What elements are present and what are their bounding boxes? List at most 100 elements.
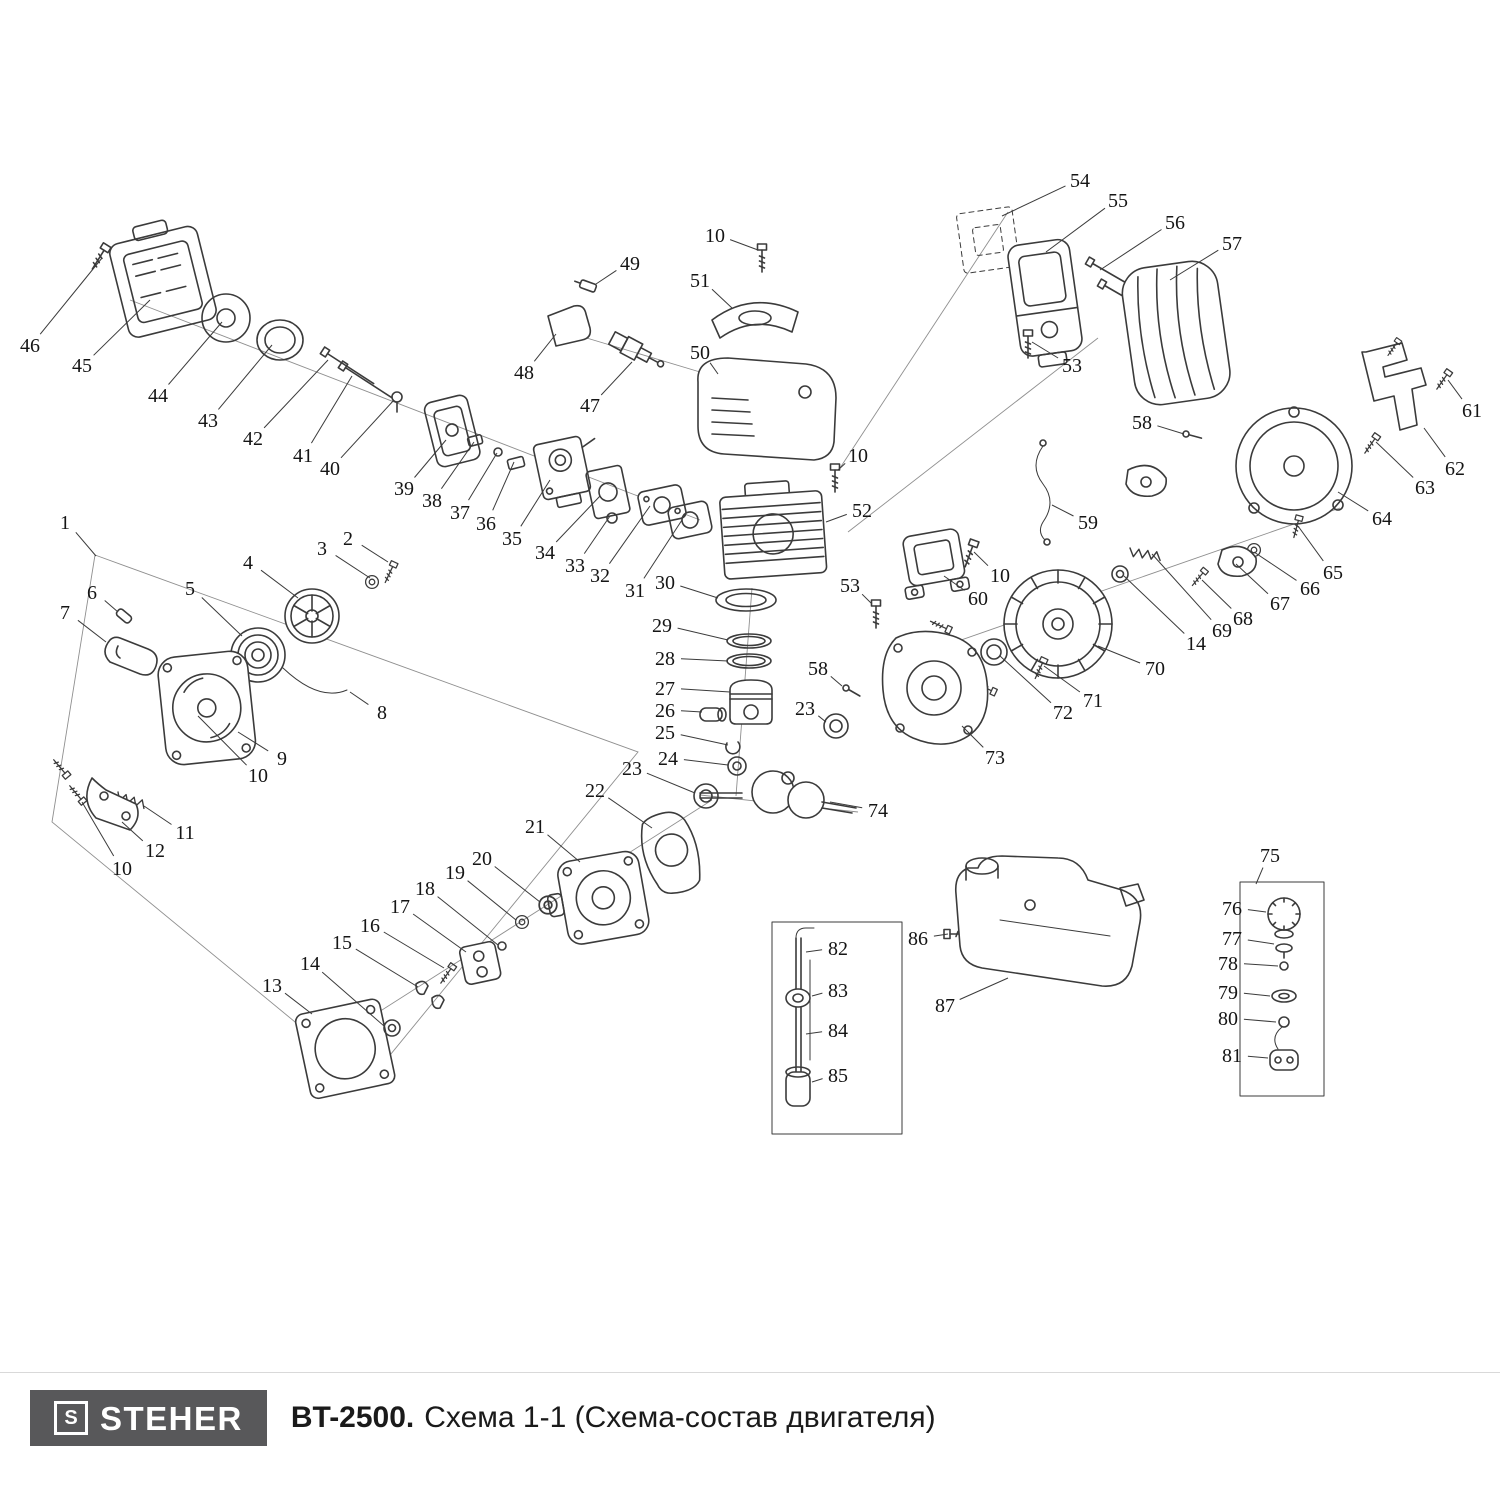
callout-27: 27 <box>655 678 731 700</box>
callout-number: 2 <box>343 528 353 550</box>
callout-leader-line <box>1243 992 1271 997</box>
callout-15: 15 <box>332 932 419 988</box>
brand-name: STEHER <box>100 1399 243 1437</box>
callout-number: 43 <box>198 410 218 432</box>
callout-52: 52 <box>825 500 872 523</box>
callout-1: 1 <box>60 512 97 557</box>
callout-number: 10 <box>990 565 1010 587</box>
callout-leader-line <box>1169 249 1219 281</box>
callout-10: 10 <box>837 445 868 471</box>
callout-number: 18 <box>415 878 435 900</box>
callout-number: 14 <box>300 953 320 975</box>
callout-number: 70 <box>1145 658 1165 680</box>
callout-leader-line <box>811 1078 823 1083</box>
callout-leader-line <box>361 544 389 563</box>
callout-leader-line <box>1099 229 1162 271</box>
callout-number: 66 <box>1300 578 1320 600</box>
callout-42: 42 <box>243 359 329 450</box>
callout-number: 26 <box>655 700 675 722</box>
callout-8: 8 <box>349 691 387 724</box>
callout-number: 7 <box>60 602 70 624</box>
callout-39: 39 <box>394 439 447 500</box>
callout-50: 50 <box>690 342 719 375</box>
callout-leader-line <box>414 439 447 478</box>
callout-54: 54 <box>1001 170 1090 217</box>
callout-81: 81 <box>1222 1045 1269 1067</box>
callout-number: 38 <box>422 490 442 512</box>
callout-leader-line <box>811 992 823 997</box>
part-ignition-flywheel <box>902 439 1168 681</box>
callout-number: 55 <box>1108 190 1128 212</box>
callout-38: 38 <box>422 441 475 512</box>
callout-number: 34 <box>535 542 555 564</box>
callout-number: 25 <box>655 722 675 744</box>
callout-number: 58 <box>1132 412 1152 434</box>
callout-leader-line <box>1423 427 1446 458</box>
model-number: BT-2500. <box>290 1401 415 1434</box>
callout-leader-line <box>533 333 557 362</box>
diagram-artwork <box>50 206 1454 1135</box>
callout-82: 82 <box>805 938 848 960</box>
callout-20: 20 <box>472 848 541 903</box>
callout-leader-line <box>547 834 581 863</box>
callout-leader-line <box>520 479 551 527</box>
part-fuel-system <box>771 855 1145 1135</box>
callout-16: 16 <box>360 915 445 969</box>
callout-leader-line <box>201 597 243 637</box>
callout-leader-line <box>677 627 729 641</box>
callout-leader-line <box>643 519 683 579</box>
callout-leader-line <box>1297 525 1324 562</box>
callout-number: 10 <box>705 225 725 247</box>
callout-86: 86 <box>908 928 949 950</box>
callout-10: 10 <box>705 225 759 251</box>
callout-number: 63 <box>1415 477 1435 499</box>
callout-number: 33 <box>565 555 585 577</box>
callout-23: 23 <box>622 758 696 794</box>
callout-leader-line <box>1235 563 1269 595</box>
callout-53: 53 <box>840 575 873 605</box>
callout-37: 37 <box>450 452 498 524</box>
callout-number: 78 <box>1218 953 1238 975</box>
callout-6: 6 <box>87 582 119 613</box>
callout-number: 36 <box>476 513 496 535</box>
callout-25: 25 <box>655 722 729 746</box>
callout-leader-line <box>39 257 103 335</box>
footer: S STEHER BT-2500. Схема 1-1 (Схема-состав… <box>0 1372 1500 1500</box>
callout-12: 12 <box>121 821 165 862</box>
callout-number: 21 <box>525 816 545 838</box>
callout-73: 73 <box>961 725 1005 769</box>
callout-11: 11 <box>143 805 195 844</box>
callout-number: 23 <box>622 758 642 780</box>
callout-55: 55 <box>1045 190 1128 253</box>
callout-number: 53 <box>840 575 860 597</box>
callout-number: 30 <box>655 572 675 594</box>
callout-43: 43 <box>198 344 273 432</box>
callout-number: 45 <box>72 355 92 377</box>
footer-row: S STEHER BT-2500. Схема 1-1 (Схема-состав… <box>0 1373 1500 1446</box>
callout-leader-line <box>729 239 759 251</box>
callout-5: 5 <box>185 578 243 637</box>
callout-18: 18 <box>415 878 499 946</box>
callout-84: 84 <box>805 1020 848 1042</box>
callout-number: 77 <box>1222 928 1242 950</box>
callout-leader-line <box>680 734 729 746</box>
callout-32: 32 <box>590 505 651 587</box>
scheme-name: Схема 1-1 (Схема-состав двигателя) <box>424 1401 936 1434</box>
callout-58: 58 <box>808 658 843 687</box>
callout-leader-line <box>683 759 729 766</box>
callout-leader-line <box>284 992 313 1015</box>
callout-number: 69 <box>1212 620 1232 642</box>
callout-number: 4 <box>243 552 253 574</box>
callout-leader-line <box>1123 575 1185 634</box>
callout-number: 80 <box>1218 1008 1238 1030</box>
callout-87: 87 <box>935 977 1009 1017</box>
callout-31: 31 <box>625 519 683 602</box>
callout-leader-line <box>1247 1055 1269 1059</box>
callout-number: 53 <box>1062 355 1082 377</box>
part-handle-bracket <box>1361 337 1454 456</box>
callout-number: 86 <box>908 928 928 950</box>
steher-logo-mark-icon: S <box>54 1401 88 1435</box>
callout-14: 14 <box>1123 575 1206 655</box>
callout-number: 28 <box>655 648 675 670</box>
callout-leader-line <box>1043 665 1081 693</box>
